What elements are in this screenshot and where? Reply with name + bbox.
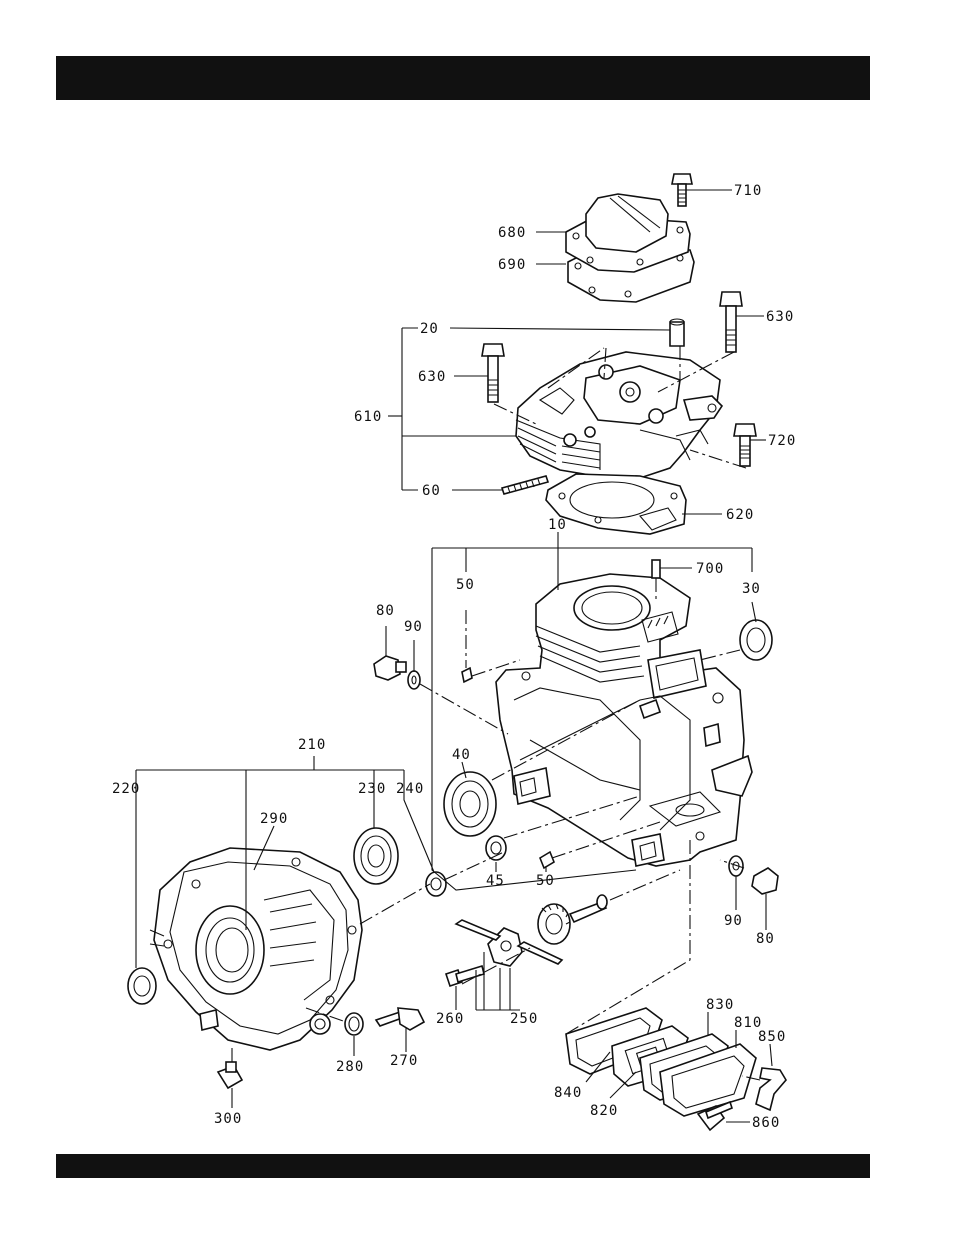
- callout-270: 270: [390, 1053, 418, 1069]
- oring-280: [345, 1013, 363, 1035]
- callout-700: 700: [696, 561, 724, 577]
- callout-90-lower: 90: [724, 913, 743, 929]
- callout-90-upper: 90: [404, 619, 423, 635]
- callout-850: 850: [758, 1029, 786, 1045]
- callout-690: 690: [498, 257, 526, 273]
- callout-30: 30: [742, 581, 761, 597]
- dowel-pin-50-lower: [540, 852, 554, 868]
- stud-60: [502, 476, 548, 494]
- callout-50-upper: 50: [456, 577, 475, 593]
- dowel-pin-700: [652, 560, 660, 578]
- head-gasket: [546, 474, 686, 534]
- callout-240: 240: [396, 781, 424, 797]
- callout-300: 300: [214, 1111, 242, 1127]
- callout-620: 620: [726, 507, 754, 523]
- oil-seal-30: [740, 620, 772, 660]
- plug-300: [218, 1062, 242, 1088]
- callout-710: 710: [734, 183, 762, 199]
- drain-plug-80-upper: [374, 656, 406, 680]
- callout-210: 210: [298, 737, 326, 753]
- bearing-230: [354, 828, 398, 884]
- bearing-40: [444, 772, 496, 836]
- callout-680: 680: [498, 225, 526, 241]
- dowel-pin-50-upper: [462, 668, 472, 682]
- callout-280: 280: [336, 1059, 364, 1075]
- seal-45: [486, 836, 506, 860]
- callout-80-lower: 80: [756, 931, 775, 947]
- callout-220: 220: [112, 781, 140, 797]
- callout-80-upper: 80: [376, 603, 395, 619]
- callout-60: 60: [422, 483, 441, 499]
- cylinder-head: [516, 352, 722, 478]
- oil-seal-220: [128, 968, 156, 1004]
- callout-230: 230: [358, 781, 386, 797]
- callout-290: 290: [260, 811, 288, 827]
- callout-20: 20: [420, 321, 439, 337]
- callout-830: 830: [706, 997, 734, 1013]
- callout-720: 720: [768, 433, 796, 449]
- washer-90-upper: [408, 671, 420, 689]
- bolt-720: [734, 424, 756, 466]
- dowel-pin-20: [670, 319, 684, 346]
- callout-630-right: 630: [766, 309, 794, 325]
- callout-840: 840: [554, 1085, 582, 1101]
- callout-860: 860: [752, 1115, 780, 1131]
- callout-50-lower: 50: [536, 873, 555, 889]
- washer-90-lower: [729, 856, 743, 876]
- callout-260: 260: [436, 1011, 464, 1027]
- callout-10: 10: [548, 517, 567, 533]
- drain-plug-80-lower: [752, 868, 778, 894]
- governor-gear-assembly: [538, 895, 607, 944]
- cylinder-block: [496, 574, 752, 866]
- callout-610: 610: [354, 409, 382, 425]
- callout-45: 45: [486, 873, 505, 889]
- callout-40: 40: [452, 747, 471, 763]
- main-bearing-cover: [150, 848, 362, 1050]
- callout-250: 250: [510, 1011, 538, 1027]
- oil-gauge-270: [376, 1008, 424, 1030]
- breather-hose-850: [756, 1068, 786, 1110]
- callout-630-left: 630: [418, 369, 446, 385]
- head-bolt-630-left: [482, 344, 504, 402]
- callout-820: 820: [590, 1103, 618, 1119]
- head-bolt-630-right: [720, 292, 742, 352]
